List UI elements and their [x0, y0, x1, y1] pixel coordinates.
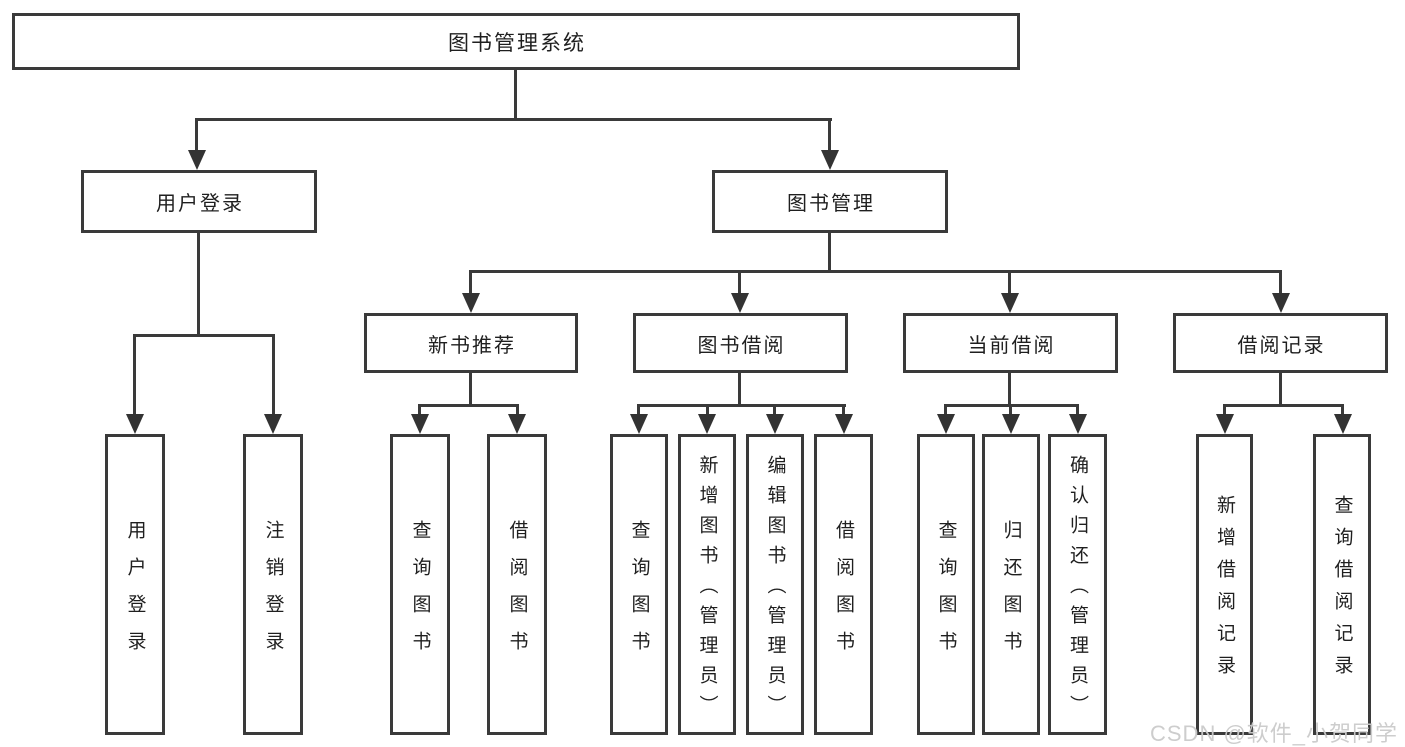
leaf-label: 用户登录 [124, 519, 146, 668]
connector-new-books-horizontal [418, 404, 519, 407]
node-user-login: 用户登录 [81, 170, 317, 233]
connector-drop [773, 404, 776, 418]
arrowhead [835, 414, 853, 434]
connector-drop [1223, 404, 1226, 418]
connector-drop [842, 404, 845, 418]
node-new-book-recommend: 新书推荐 [364, 313, 578, 373]
leaf-borrow-borrow-books: 借阅图书 [814, 434, 873, 735]
arrowhead [508, 414, 526, 434]
connector-new-books-stem [469, 373, 472, 407]
node-borrow-records-label: 借阅记录 [1237, 334, 1326, 357]
arrowhead [1002, 414, 1020, 434]
node-user-login-label: 用户登录 [156, 193, 244, 215]
connector-drop [706, 404, 709, 418]
node-book-management: 图书管理 [712, 170, 948, 233]
node-new-book-recommend-label: 新书推荐 [428, 334, 516, 357]
leaf-label: 查询借阅记录 [1331, 495, 1353, 687]
leaf-logout: 注销登录 [243, 434, 303, 735]
connector-borrow-records-stem [1279, 373, 1282, 407]
leaf-label: 借阅图书 [506, 519, 528, 668]
arrowhead [1272, 293, 1290, 313]
leaf-label: 编辑图书（管理员） [764, 455, 786, 725]
arrowhead [698, 414, 716, 434]
arrowhead [188, 150, 206, 170]
connector-book-mgmt-stem [828, 233, 831, 273]
leaf-label: 查询图书 [628, 519, 650, 668]
leaf-newbooks-borrow-books: 借阅图书 [487, 434, 547, 735]
connector-drop [1279, 270, 1282, 296]
csdn-watermark: CSDN @软件_小贺同学 [1150, 721, 1399, 746]
leaf-label: 借阅图书 [833, 519, 854, 668]
connector-drop [738, 270, 741, 296]
leaf-label: 新增借阅记录 [1214, 495, 1235, 687]
arrowhead [1216, 414, 1234, 434]
arrowhead [731, 293, 749, 313]
leaf-label: 归还图书 [1000, 519, 1022, 668]
node-book-borrow-label: 图书借阅 [697, 334, 786, 357]
leaf-records-query-record: 查询借阅记录 [1313, 434, 1371, 735]
connector-level3-horizontal [469, 270, 1282, 273]
connector-drop [1009, 404, 1012, 418]
node-root-label: 图书管理系统 [448, 31, 586, 55]
connector-user-login-stem [197, 233, 200, 337]
leaf-newbooks-query-books: 查询图书 [390, 434, 450, 735]
arrowhead [1001, 293, 1019, 313]
connector-drop [1341, 404, 1344, 418]
connector-current-borrow-stem [1008, 373, 1011, 407]
leaf-user-login: 用户登录 [105, 434, 165, 735]
arrowhead [462, 293, 480, 313]
connector-drop-book-mgmt [828, 118, 831, 154]
arrowhead [630, 414, 648, 434]
connector-user-login-horizontal [133, 334, 275, 337]
node-current-borrow: 当前借阅 [903, 313, 1118, 373]
connector-drop [516, 404, 519, 418]
connector-drop [133, 334, 136, 418]
arrowhead [411, 414, 429, 434]
arrowhead [1069, 414, 1087, 434]
node-book-management-label: 图书管理 [787, 193, 875, 215]
node-root: 图书管理系统 [12, 13, 1020, 70]
leaf-label: 确认归还（管理员） [1067, 455, 1088, 725]
arrowhead [126, 414, 144, 434]
node-current-borrow-label: 当前借阅 [967, 334, 1056, 357]
arrowhead [264, 414, 282, 434]
connector-book-borrow-stem [738, 373, 741, 407]
connector-borrow-records-horizontal [1223, 404, 1344, 407]
arrowhead [821, 150, 839, 170]
connector-drop [469, 270, 472, 296]
leaf-borrow-query-books: 查询图书 [610, 434, 668, 735]
arrowhead [1334, 414, 1352, 434]
leaf-borrow-edit-books-admin: 编辑图书（管理员） [746, 434, 804, 735]
leaf-current-query-books: 查询图书 [917, 434, 975, 735]
connector-drop [637, 404, 640, 418]
arrowhead [937, 414, 955, 434]
node-book-borrow: 图书借阅 [633, 313, 848, 373]
connector-drop-user-login [195, 118, 198, 154]
leaf-label: 新增图书（管理员） [696, 455, 718, 725]
leaf-label: 注销登录 [262, 519, 284, 668]
connector-drop [272, 334, 275, 418]
leaf-label: 查询图书 [409, 519, 431, 668]
node-borrow-records: 借阅记录 [1173, 313, 1388, 373]
connector-drop [418, 404, 421, 418]
leaf-label: 查询图书 [935, 519, 957, 668]
connector-drop [1008, 270, 1011, 296]
leaf-borrow-add-books-admin: 新增图书（管理员） [678, 434, 736, 735]
arrowhead [766, 414, 784, 434]
leaf-current-confirm-return-admin: 确认归还（管理员） [1048, 434, 1107, 735]
connector-drop [1076, 404, 1079, 418]
connector-book-borrow-horizontal [637, 404, 846, 407]
leaf-records-add-record: 新增借阅记录 [1196, 434, 1253, 735]
connector-drop [944, 404, 947, 418]
leaf-current-return-books: 归还图书 [982, 434, 1040, 735]
connector-root-stem [514, 70, 517, 120]
connector-level1-horizontal [195, 118, 832, 121]
